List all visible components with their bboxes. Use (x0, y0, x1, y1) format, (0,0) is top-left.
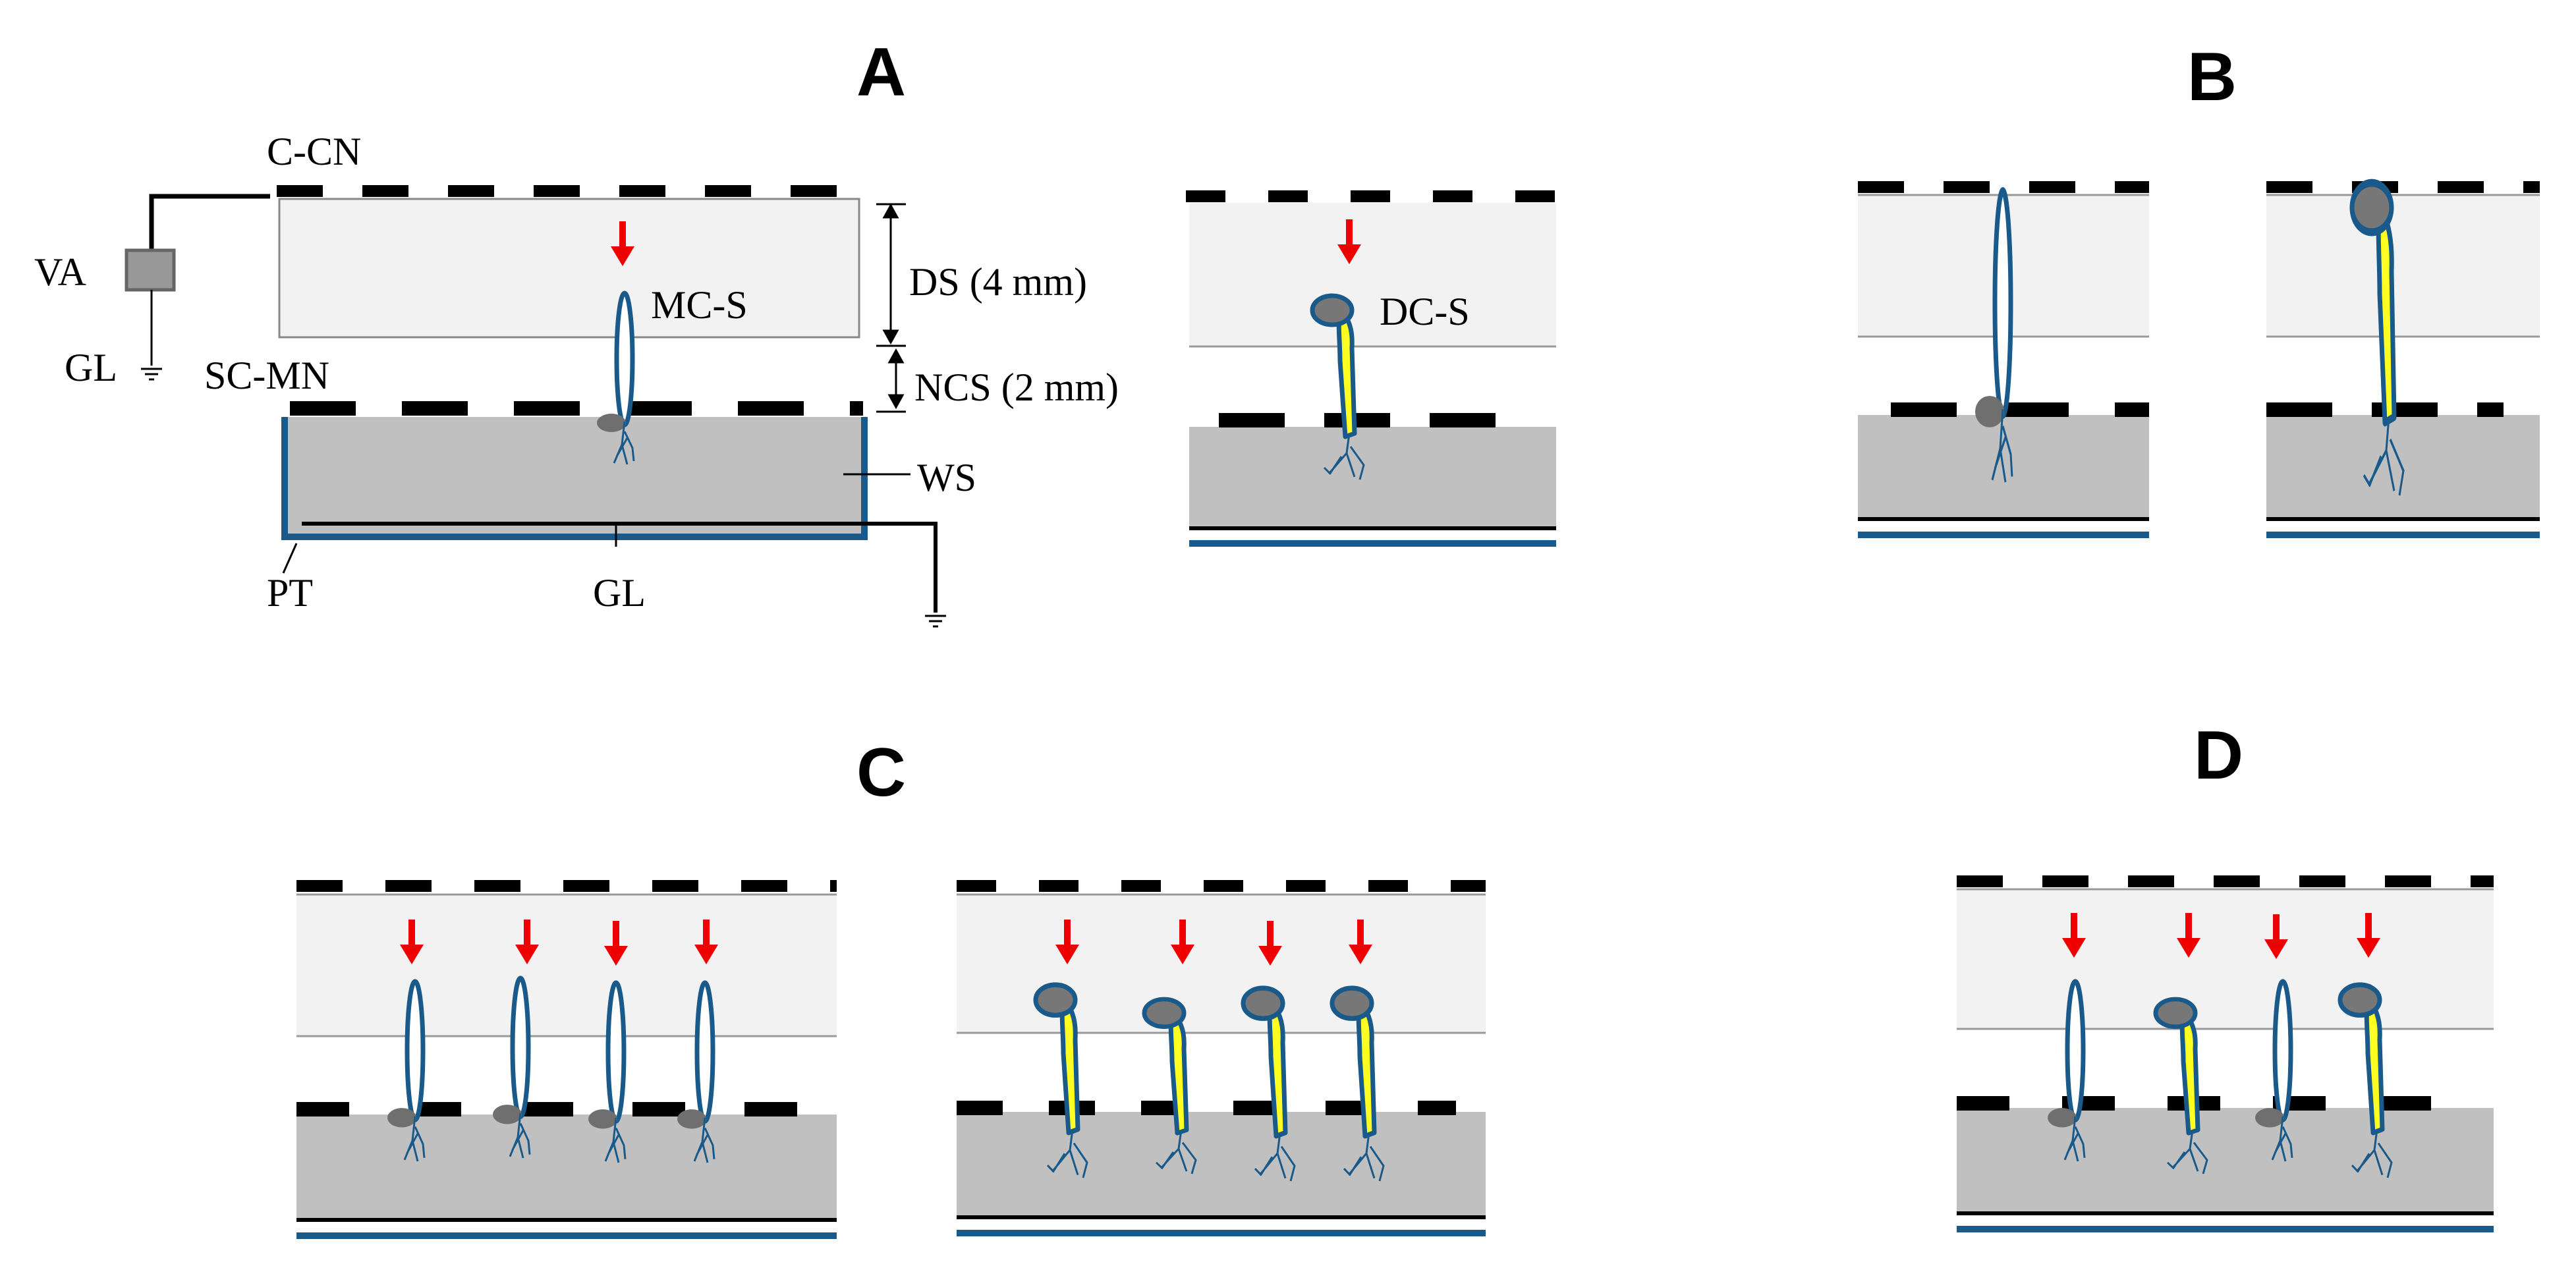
panel-c-right (957, 880, 1486, 1236)
label-ds: DS (4 mm) (909, 260, 1087, 304)
panel-d (1957, 875, 2494, 1232)
label-c-cn: C-CN (267, 130, 361, 173)
panel-letter-c: C (856, 734, 906, 811)
panel-a-dc: DC-S (1186, 190, 1556, 547)
panel-letter-d: D (2194, 717, 2243, 794)
dimension-marks (876, 203, 906, 413)
label-va: VA (34, 250, 86, 294)
label-gl-top: GL (65, 346, 117, 389)
label-ws: WS (917, 456, 976, 499)
ground-icon-bottom (924, 615, 947, 628)
label-sc-mn: SC-MN (204, 354, 329, 397)
gl-bottom-plate (302, 522, 938, 613)
ground-icon-top (140, 368, 163, 381)
ds-chamber (278, 198, 860, 339)
label-ncs: NCS (2 mm) (914, 366, 1119, 409)
panel-a-setup: C-CN VA GL SC-MN MC-S DS (4 mm) NCS (2 m… (34, 130, 1119, 628)
va-wire (149, 194, 270, 250)
pt-tray (281, 417, 868, 540)
label-mc-s: MC-S (651, 283, 748, 327)
panel-letter-b: B (2187, 39, 2237, 115)
panel-b (1858, 183, 2540, 538)
panel-letter-a: A (856, 34, 906, 111)
voltage-box-icon (125, 248, 176, 292)
label-dc-s: DC-S (1380, 290, 1470, 333)
label-gl-bottom: GL (593, 571, 646, 615)
panel-c-left (296, 880, 837, 1239)
ws-soil (285, 417, 864, 536)
label-pt: PT (267, 571, 313, 615)
